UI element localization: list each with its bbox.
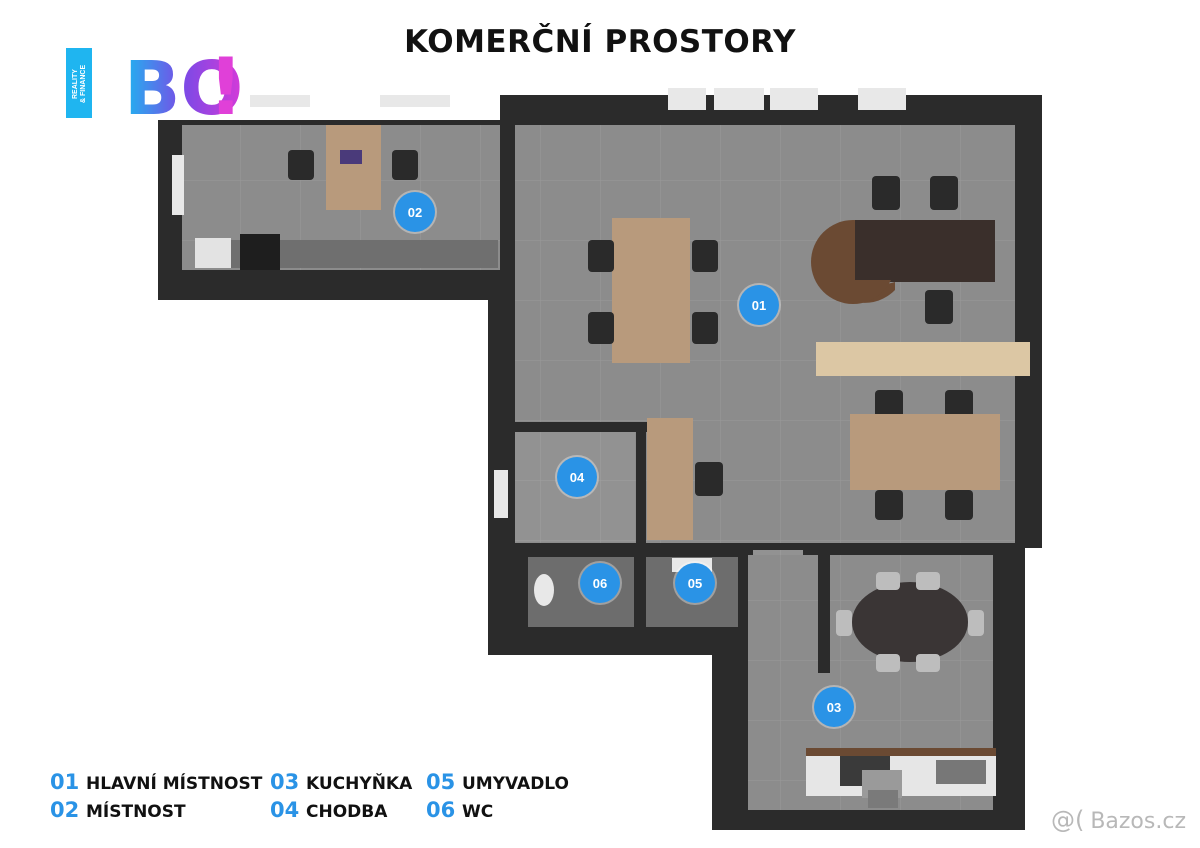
windows xyxy=(172,88,906,518)
room-marker-06: 06 xyxy=(580,563,620,603)
toilet xyxy=(534,574,554,606)
legend-item: 03 KUCHYŇKA xyxy=(270,770,413,794)
svg-text:BO: BO xyxy=(124,48,243,123)
legend-item: 02 MÍSTNOST xyxy=(50,798,186,822)
brand-logo: BO ! REALITY& FINANCE xyxy=(66,43,246,133)
shelf xyxy=(816,342,1030,376)
legend-item: 01 HLAVNÍ MÍSTNOST xyxy=(50,770,263,794)
room-marker-02: 02 xyxy=(395,192,435,232)
room-marker-03: 03 xyxy=(814,687,854,727)
svg-text:!: ! xyxy=(208,48,244,123)
desk-room-04-side xyxy=(647,418,693,540)
desk-room-02 xyxy=(326,125,381,210)
room-marker-05: 05 xyxy=(675,563,715,603)
room-marker-01: 01 xyxy=(739,285,779,325)
watermark-text: Bazos.cz xyxy=(1090,809,1186,834)
interior-walls xyxy=(500,95,1018,810)
page-title: KOMERČNÍ PROSTORY xyxy=(404,24,796,60)
meeting-table xyxy=(852,582,968,662)
legend-item: 06 WC xyxy=(426,798,494,822)
legend-item: 05 UMYVADLO xyxy=(426,770,569,794)
desk-cluster-01 xyxy=(612,218,690,363)
room-marker-04: 04 xyxy=(557,457,597,497)
room-legend: 01 HLAVNÍ MÍSTNOST 02 MÍSTNOST 03 KUCHYŇ… xyxy=(50,770,610,830)
watermark: @(Bazos.cz xyxy=(1051,806,1186,834)
legend-item: 04 CHODBA xyxy=(270,798,388,822)
watermark-symbol: @( xyxy=(1050,806,1085,834)
desk-cluster-02 xyxy=(850,414,1000,490)
